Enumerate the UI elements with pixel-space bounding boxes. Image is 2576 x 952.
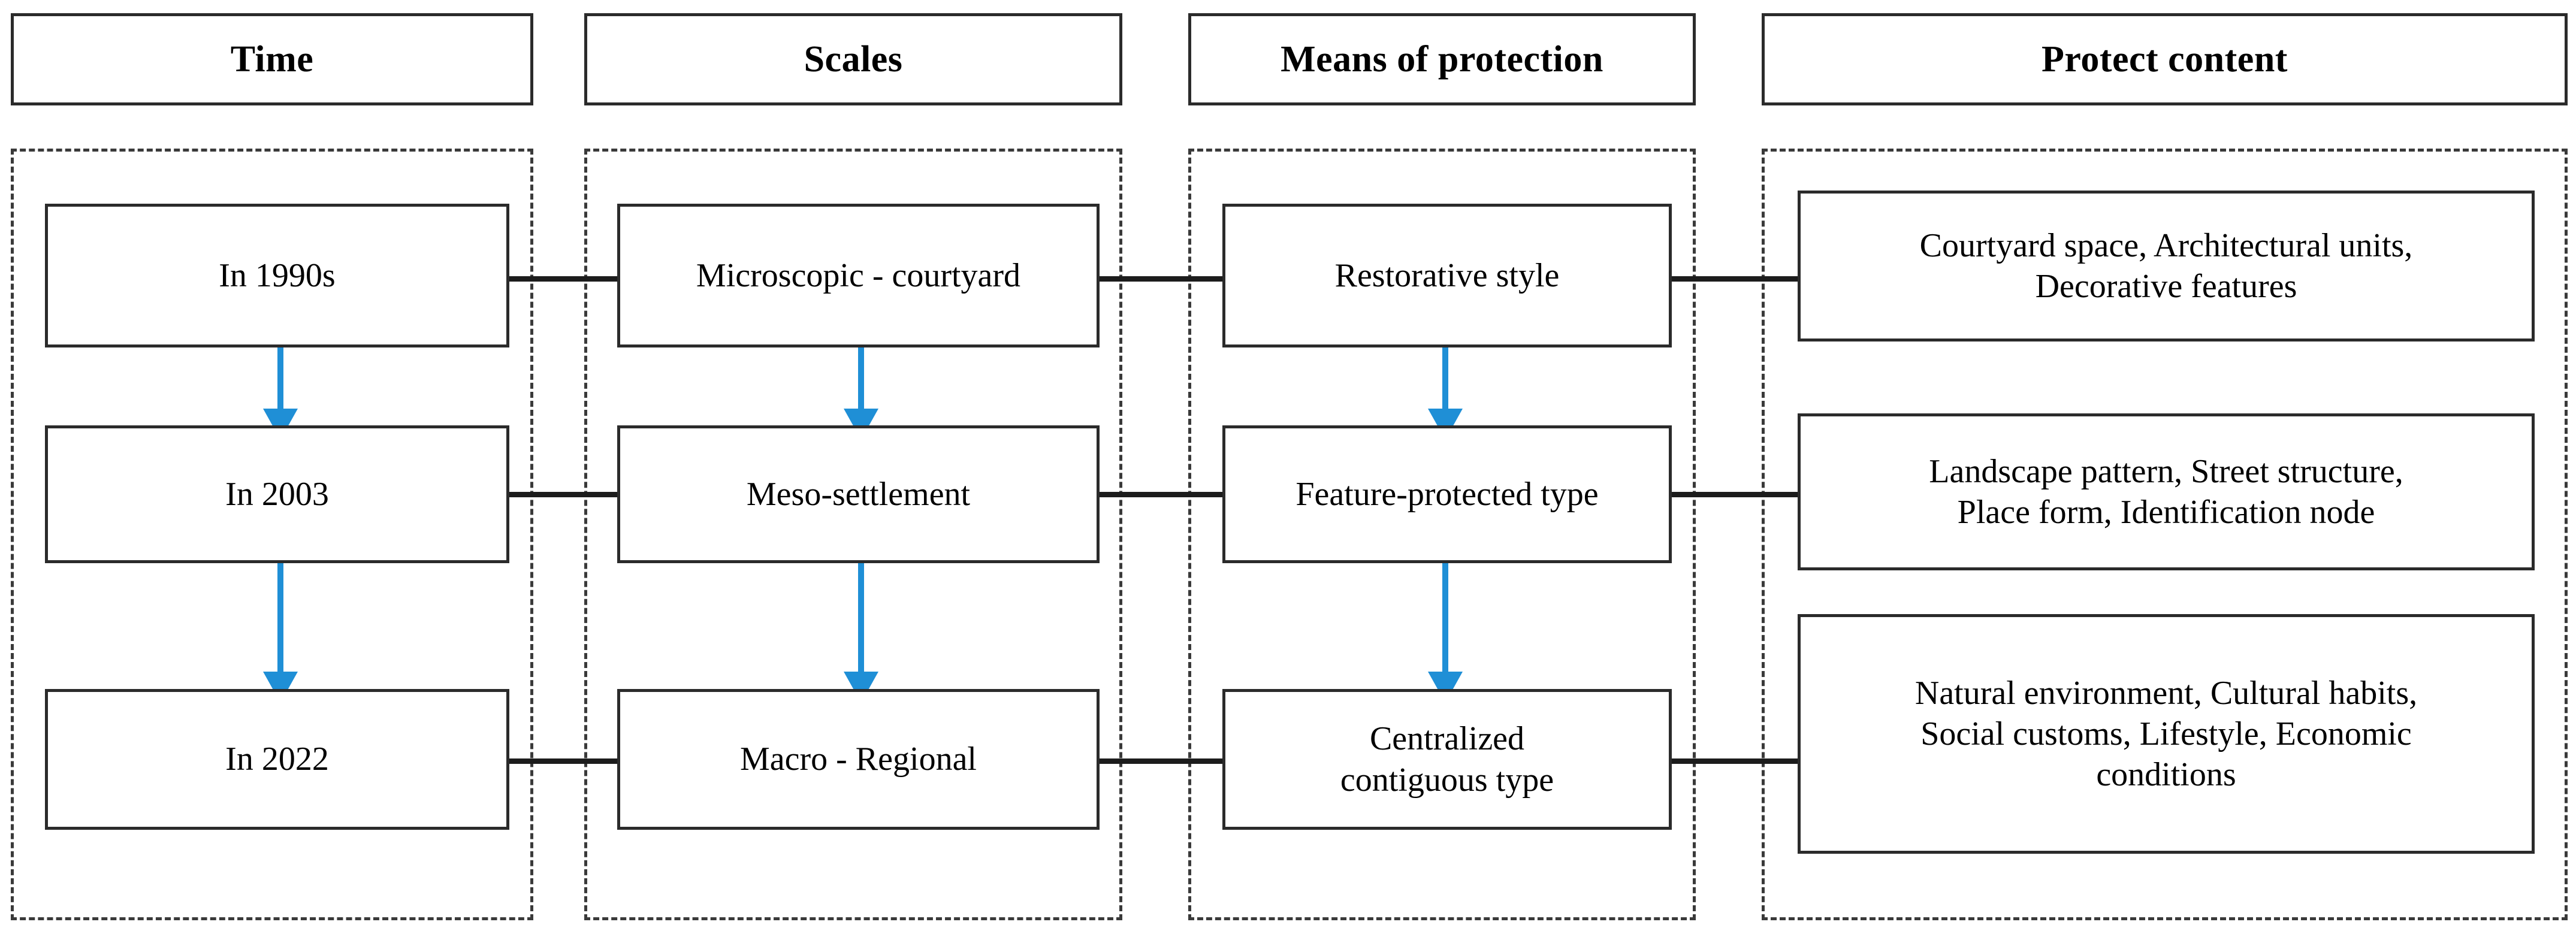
header-box-scales: Scales (584, 13, 1122, 105)
header-label-time: Time (230, 38, 314, 80)
node-content-row3[interactable]: Natural environment, Cultural habits, So… (1798, 614, 2535, 854)
node-scales-row1[interactable]: Microscopic - courtyard (617, 204, 1100, 347)
header-label-protect-content: Protect content (2042, 38, 2288, 80)
node-label-scales-row3: Macro - Regional (740, 741, 977, 778)
header-label-means-of-protection: Means of protection (1281, 38, 1603, 80)
node-means-row1[interactable]: Restorative style (1222, 204, 1672, 347)
connector-row1-scales-means (1097, 276, 1222, 282)
header-label-scales: Scales (804, 38, 903, 80)
connector-row2-scales-means (1097, 492, 1222, 497)
node-time-row3[interactable]: In 2022 (45, 689, 509, 830)
node-label-time-row2: In 2003 (225, 475, 329, 513)
arrow-shaft (277, 556, 283, 672)
node-label-means-row1: Restorative style (1334, 256, 1560, 294)
node-label-time-row1: In 1990s (219, 256, 336, 294)
node-means-row2[interactable]: Feature-protected type (1222, 425, 1672, 563)
node-label-time-row3: In 2022 (225, 741, 329, 778)
node-time-row1[interactable]: In 1990s (45, 204, 509, 347)
connector-row3-means-content (1672, 758, 1801, 764)
node-means-row3[interactable]: Centralized contiguous type (1222, 689, 1672, 830)
connector-row2-means-content (1672, 492, 1801, 497)
connector-row3-scales-means (1097, 758, 1222, 764)
node-content-row2[interactable]: Landscape pattern, Street structure, Pla… (1798, 413, 2535, 570)
node-scales-row3[interactable]: Macro - Regional (617, 689, 1100, 830)
connector-row1-means-content (1672, 276, 1801, 282)
node-label-content-row3: Natural environment, Cultural habits, So… (1914, 674, 2418, 794)
header-box-time: Time (11, 13, 533, 105)
header-box-protect-content: Protect content (1762, 13, 2568, 105)
arrow-shaft (858, 340, 864, 409)
arrow-shaft (858, 556, 864, 672)
arrow-shaft (1442, 556, 1448, 672)
connector-row1-time-scales (506, 276, 620, 282)
node-label-scales-row1: Microscopic - courtyard (696, 256, 1021, 294)
connector-row2-time-scales (506, 492, 620, 497)
arrow-shaft (1442, 340, 1448, 409)
node-label-content-row1: Courtyard space, Architectural units, De… (1919, 226, 2413, 305)
header-box-means-of-protection: Means of protection (1188, 13, 1696, 105)
connector-row3-time-scales (506, 758, 620, 764)
node-label-means-row3: Centralized contiguous type (1340, 720, 1554, 799)
node-content-row1[interactable]: Courtyard space, Architectural units, De… (1798, 191, 2535, 341)
arrow-shaft (277, 340, 283, 409)
node-label-content-row2: Landscape pattern, Street structure, Pla… (1929, 452, 2403, 531)
node-scales-row2[interactable]: Meso-settlement (617, 425, 1100, 563)
node-label-means-row2: Feature-protected type (1295, 475, 1599, 513)
node-label-scales-row2: Meso-settlement (746, 475, 971, 513)
node-time-row2[interactable]: In 2003 (45, 425, 509, 563)
